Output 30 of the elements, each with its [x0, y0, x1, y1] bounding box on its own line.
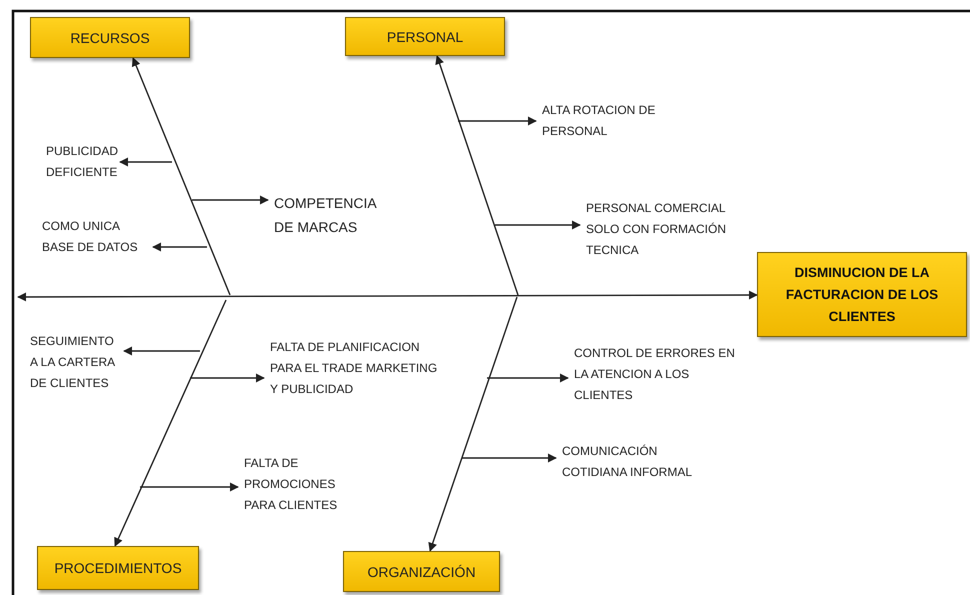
spine-arrow [17, 290, 758, 302]
category-box: PERSONAL [345, 17, 505, 56]
arrow [140, 482, 239, 492]
arrow [462, 454, 557, 462]
arrow [495, 220, 581, 230]
cause-label: COMPETENCIA DE MARCAS [268, 188, 393, 244]
arrow [152, 242, 207, 252]
arrow [192, 196, 269, 204]
effect-box: DISMINUCION DE LA FACTURACION DE LOS CLIENTES [757, 252, 967, 337]
arrow [435, 55, 519, 296]
arrow [132, 57, 231, 296]
arrow [487, 374, 569, 382]
cause-label: COMUNICACIÓN COTIDIANA INFORMAL [556, 438, 726, 488]
arrow [190, 374, 265, 382]
arrow [119, 158, 172, 166]
category-box: PROCEDIMIENTOS [37, 546, 199, 590]
arrow [123, 346, 200, 356]
arrow [428, 296, 518, 552]
arrow [114, 300, 227, 547]
cause-label: FALTA DE PROMOCIONES PARA CLIENTES [238, 450, 363, 522]
cause-label: FALTA DE PLANIFICACION PARA EL TRADE MARKETING Y PUBLICIDAD [264, 334, 444, 426]
cause-label: PUBLICIDAD DEFICIENTE [40, 138, 120, 188]
category-box: ORGANIZACIÓN [343, 551, 500, 592]
cause-label: SEGUIMIENTO A LA CARTERA DE CLIENTES [24, 328, 124, 398]
cause-label: PERSONAL COMERCIAL SOLO CON FORMACIÓN TECNICA [580, 195, 750, 269]
arrow [458, 116, 537, 126]
cause-label: ALTA ROTACION DE PERSONAL [536, 97, 686, 147]
cause-label: CONTROL DE ERRORES EN LA ATENCION A LOS CLIENTES [568, 340, 748, 410]
category-box: RECURSOS [30, 17, 190, 58]
cause-label: COMO UNICA BASE DE DATOS [36, 213, 153, 287]
